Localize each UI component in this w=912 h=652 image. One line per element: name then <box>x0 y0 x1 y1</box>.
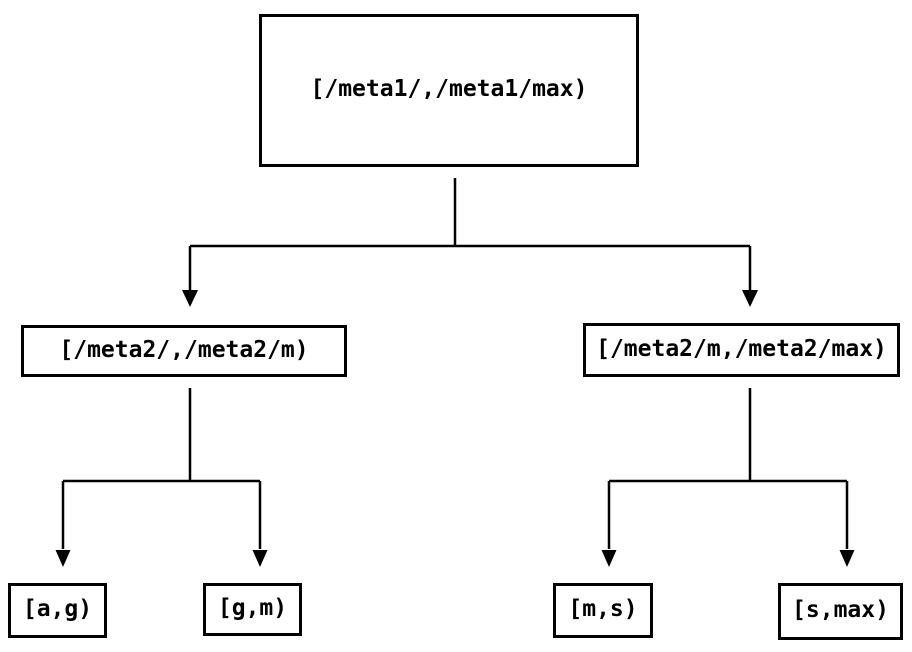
node-leaf-ag: [a,g) <box>8 583 107 638</box>
arrowhead-leaf-gm <box>252 550 268 567</box>
arrowhead-right-child <box>742 290 758 307</box>
node-leaf-gm: [g,m) <box>203 583 302 636</box>
node-leaf-smax-label: [s,max) <box>792 597 889 623</box>
node-leaf-ms: [m,s) <box>553 583 653 638</box>
arrowhead-leaf-ms <box>601 550 617 567</box>
node-left-child-label: [/meta2/,/meta2/m) <box>59 336 309 363</box>
node-right-child-label: [/meta2/m,/meta2/max) <box>596 335 887 362</box>
node-leaf-smax: [s,max) <box>778 583 903 640</box>
node-root: [/meta1/,/meta1/max) <box>259 14 639 167</box>
node-leaf-ms-label: [m,s) <box>568 596 638 622</box>
node-root-label: [/meta1/,/meta1/max) <box>310 76 588 102</box>
arrowhead-leaf-ag <box>55 550 71 567</box>
node-right-child: [/meta2/m,/meta2/max) <box>583 323 900 377</box>
node-left-child: [/meta2/,/meta2/m) <box>21 325 347 377</box>
arrowhead-leaf-smax <box>839 550 855 567</box>
arrowhead-left-child <box>182 290 198 307</box>
node-leaf-gm-label: [g,m) <box>217 595 288 621</box>
node-leaf-ag-label: [a,g) <box>22 596 93 622</box>
